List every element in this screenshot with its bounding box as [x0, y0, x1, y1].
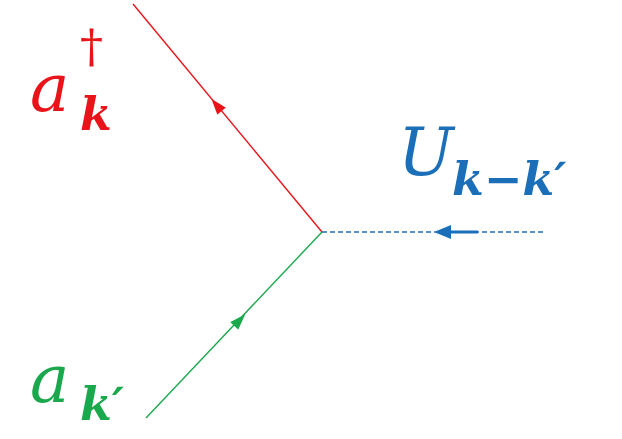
pot-label-base: U — [398, 114, 456, 191]
outgoing-particle-line — [132, 3, 323, 233]
out-label-base: a — [30, 50, 69, 127]
in-label-subscript: k′ — [80, 377, 124, 431]
incoming-arrow-icon — [230, 314, 246, 330]
potential-label: U k−k′ — [398, 114, 566, 206]
outgoing-operator-label: a † k — [30, 19, 112, 141]
pot-label-subscript: k−k′ — [452, 152, 566, 206]
out-label-subscript: k — [80, 87, 112, 141]
out-label-dagger: † — [80, 19, 103, 73]
in-label-base: a — [30, 341, 69, 418]
incoming-operator-label: a k′ — [30, 341, 124, 431]
outgoing-arrow-icon — [211, 98, 226, 115]
potential-arrow-icon — [434, 225, 451, 239]
